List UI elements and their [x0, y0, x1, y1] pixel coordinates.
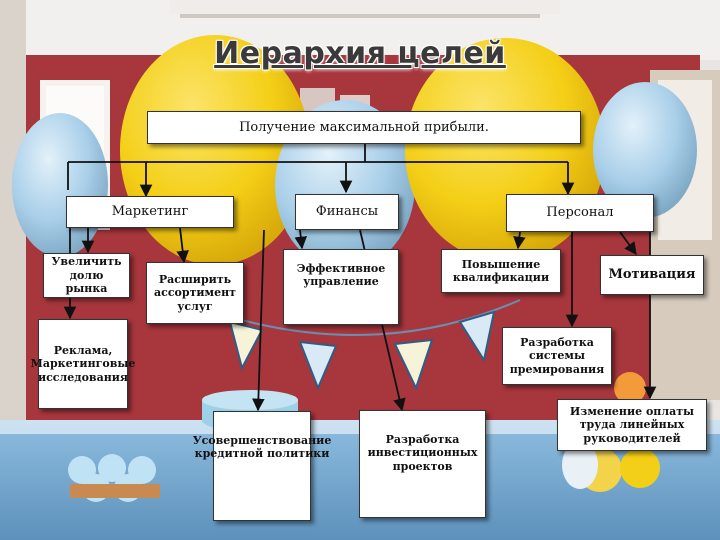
pay-change-box: Изменение оплаты труда линейных руководи… [557, 399, 707, 451]
assortment-box: Расширить ассортимент услуг [146, 262, 244, 324]
diagram-title: Иерархия целей [214, 36, 506, 71]
management-box: Эффективное управление [283, 249, 399, 325]
investment-box: Разработка инвестиционных проектов [359, 410, 486, 518]
motivation-box: Мотивация [600, 255, 704, 295]
finance-box: Финансы [295, 194, 399, 230]
credit-box: Усовершенствование кредитной политики [193, 411, 331, 521]
personnel-box: Персонал [506, 194, 654, 232]
goal-box: Получение максимальной прибыли. [147, 111, 581, 144]
marketing-box: Маркетинг [66, 196, 234, 228]
qualification-box: Повышение квалификации [441, 249, 561, 293]
bonus-box: Разработка системы премирования [502, 327, 612, 385]
research-box: Реклама, Маркетинговые исследования [31, 319, 135, 409]
market-share-box: Увеличить долю рынка [43, 253, 130, 298]
